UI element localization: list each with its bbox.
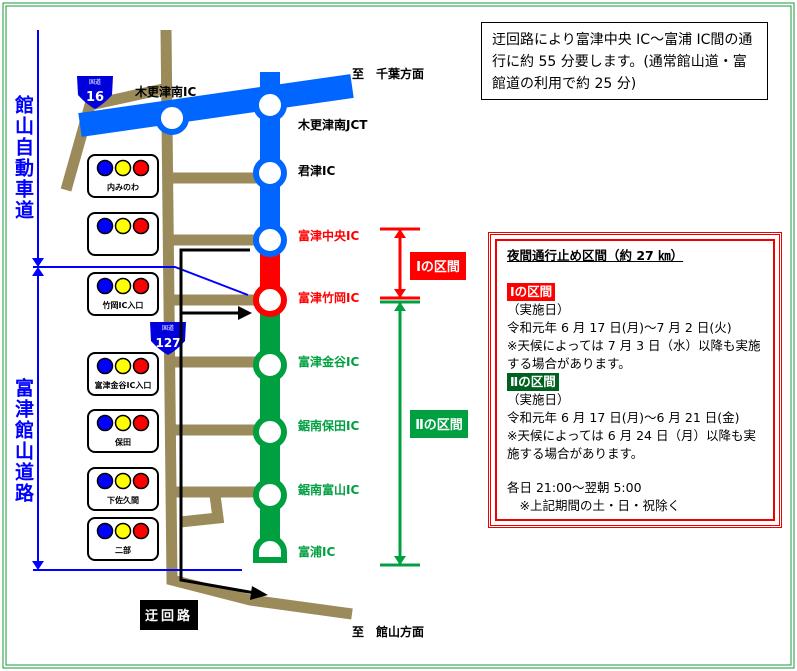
traffic-signal: 竹岡IC入口 <box>87 272 159 316</box>
destination-north: 至 千葉方面 <box>352 66 424 81</box>
ic-label: 君津IC <box>297 163 335 178</box>
traffic-signal <box>87 212 159 256</box>
sec1-date: 令和元年 6 月 17 日(月)～7 月 2 日(火) <box>507 320 732 335</box>
detour-label-box <box>140 600 198 630</box>
signal-label: 二部 <box>115 545 131 555</box>
ic-label: 木更津南JCT <box>297 117 368 132</box>
expressway-ken-o <box>78 74 354 137</box>
svg-text:16: 16 <box>86 90 104 105</box>
ic-labels: 木更津南IC 木更津南JCT 君津IC 富津中央IC 富津竹岡IC 富津金谷IC… <box>134 66 424 639</box>
sec1-note: ※天候によっては 7 月 3 日（水）以降も実施する場合があります。 <box>507 338 761 371</box>
traffic-signal: 二部 <box>87 517 159 561</box>
route-16-sign: 国道 16 <box>77 76 113 109</box>
route-127-sign: 国道 127 <box>150 322 186 355</box>
ic-label: 富浦IC <box>298 544 335 559</box>
ic-label: 富津竹岡IC <box>298 290 359 305</box>
traffic-signals: 内みのわ 竹岡IC入口 富津金谷IC入口 保田 下佐久間 二部 <box>87 154 159 561</box>
ic-label: 富津金谷IC <box>298 354 359 369</box>
detour-route <box>179 248 256 595</box>
detour-info-box: 迂回路により富津中央 IC～富浦 IC間の通行に約 55 分要します。(通常館山… <box>481 22 768 100</box>
ic-label: 鋸南保田IC <box>298 418 359 433</box>
hours: 各日 21:00～翌朝 5:00 <box>507 480 642 495</box>
label-futtsu-tateyama-road: 富津館山道路 <box>12 378 34 504</box>
destination-south: 至 館山方面 <box>352 624 424 639</box>
sec2-sub: （実施日） <box>507 392 570 407</box>
sec2-note: ※天候によっては 6 月 24 日（月）以降も実施する場合があります。 <box>507 428 756 461</box>
night-closure-box: 夜間通行止め区間（約 27 ㎞） Ⅰの区間 （実施日） 令和元年 6 月 17 … <box>488 232 782 528</box>
signal-label: 内みのわ <box>107 182 139 192</box>
signal-label: 保田 <box>114 437 131 447</box>
section-1-bracket: Ⅰの区間 <box>380 227 466 300</box>
ic-label: 鋸南富山IC <box>298 482 359 497</box>
label-tateyama-expressway: 館山自動車道 <box>12 95 34 221</box>
signal-label: 富津金谷IC入口 <box>95 380 152 390</box>
outer-border-inner <box>5 5 792 666</box>
route-127-road <box>160 29 353 620</box>
svg-text:Ⅱの区間: Ⅱの区間 <box>415 418 463 433</box>
exclusion-note: ※上記期間の土・日・祝除く <box>507 498 680 513</box>
signal-label: 下佐久間 <box>107 495 139 505</box>
section-2-tag: Ⅱの区間 <box>507 373 559 391</box>
svg-text:国道: 国道 <box>162 324 174 332</box>
dimension-lines <box>33 30 249 571</box>
traffic-signal: 富津金谷IC入口 <box>87 352 159 396</box>
ic-markers <box>155 88 287 563</box>
traffic-signal: 下佐久間 <box>87 467 159 511</box>
svg-text:国道: 国道 <box>89 78 101 86</box>
night-title: 夜間通行止め区間（約 27 ㎞） <box>507 248 684 263</box>
svg-text:127: 127 <box>155 336 180 350</box>
signal-label: 竹岡IC入口 <box>102 300 144 310</box>
svg-text:Ⅰの区間: Ⅰの区間 <box>416 260 460 275</box>
section-2-bracket: Ⅱの区間 <box>380 300 468 567</box>
ic-label: 富津中央IC <box>298 228 359 243</box>
section-1-tag: Ⅰの区間 <box>507 283 556 301</box>
sec1-sub: （実施日） <box>507 302 570 317</box>
traffic-signal: 内みのわ <box>87 154 159 198</box>
detour-label: 迂回路 <box>145 608 193 624</box>
ic-label: 木更津南IC <box>134 84 196 99</box>
sec2-date: 令和元年 6 月 17 日(月)～6 月 21 日(金) <box>507 410 740 425</box>
traffic-signal: 保田 <box>87 409 159 453</box>
